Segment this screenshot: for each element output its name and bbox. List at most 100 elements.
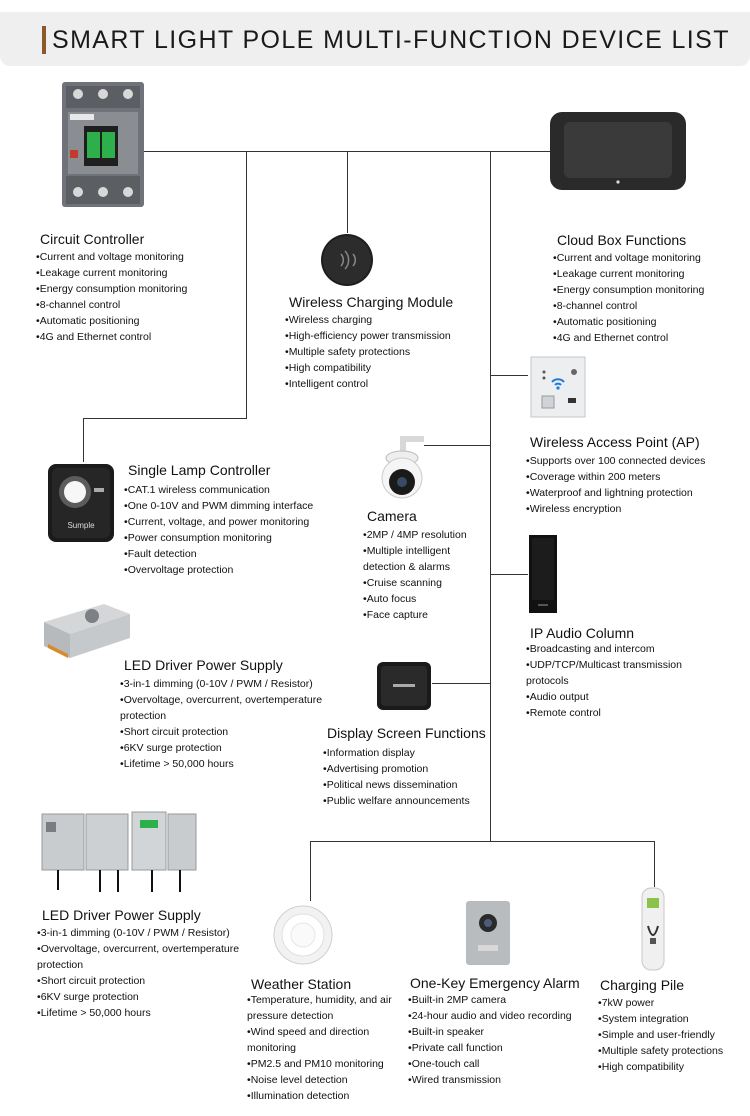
feature-item: Leakage current monitoring [36,265,187,281]
feature-item: 6KV surge protection [37,989,265,1005]
feature-item: Wireless encryption [526,501,705,517]
cloud-box-title: Cloud Box Functions [557,232,687,248]
feature-item: 4G and Ethernet control [36,329,187,345]
feature-item: High compatibility [285,360,451,376]
ip-audio-title: IP Audio Column [530,625,635,641]
feature-item: 7kW power [598,995,723,1011]
feature-item: Multiple safety protections [285,344,451,360]
emergency-alarm-title: One-Key Emergency Alarm [410,975,580,991]
connector-line [654,841,655,887]
single-lamp-controller-image: Sumple [48,464,114,542]
feature-item: Automatic positioning [553,314,704,330]
feature-item: Built-in 2MP camera [408,992,572,1008]
ip-audio-features: Broadcasting and intercom UDP/TCP/Multic… [526,641,710,721]
charging-pile-image [641,887,665,971]
feature-item: Remote control [526,705,710,721]
feature-item: One 0-10V and PWM dimming interface [124,498,314,514]
led-driver-title: LED Driver Power Supply [42,907,201,923]
feature-item: Current and voltage monitoring [553,250,704,266]
feature-item: 6KV surge protection [120,740,348,756]
feature-item: Lifetime > 50,000 hours [37,1005,265,1021]
feature-item: Audio output [526,689,710,705]
connector-line [347,151,348,233]
feature-item: CAT.1 wireless communication [124,482,313,498]
single-lamp-controller-title: Single Lamp Controller [128,462,271,478]
connector-line [490,574,528,575]
circuit-breaker-image [62,82,144,207]
wireless-ap-panel-image [530,356,586,418]
feature-item: Coverage within 200 meters [526,469,705,485]
feature-item: 2MP / 4MP resolution [363,527,483,543]
feature-item: Short circuit protection [37,973,265,989]
led-driver-features: 3-in-1 dimming (0-10V / PWM / Resistor) … [120,676,348,772]
feature-item: Waterproof and lightning protection [526,485,705,501]
wireless-charging-pad-image [321,234,373,286]
feature-item: Temperature, humidity, and air pressure … [247,992,405,1024]
ip-audio-column-image [529,535,557,613]
feature-item: Current, voltage, and power monitoring [124,514,313,530]
led-driver-title: LED Driver Power Supply [124,657,283,673]
wireless-charging-features: Wireless charging High-efficiency power … [285,312,451,392]
cloud-box-features: Current and voltage monitoring Leakage c… [553,250,705,346]
feature-item: Current and voltage monitoring [36,249,187,265]
feature-item: Broadcasting and intercom [526,641,710,657]
feature-item: Energy consumption monitoring [36,281,188,297]
feature-item: 8-channel control [553,298,704,314]
connector-line [490,375,528,376]
feature-item: Public welfare announcements [323,793,470,809]
charging-pile-title: Charging Pile [600,977,685,993]
connector-line [246,151,247,418]
feature-item: Lifetime > 50,000 hours [120,756,348,772]
feature-item: Fault detection [124,546,313,562]
camera-features: 2MP / 4MP resolution Multiple intelligen… [363,527,483,623]
feature-item: Power consumption monitoring [124,530,313,546]
connector-line [432,683,491,684]
feature-item: 24-hour audio and video recording [408,1008,572,1024]
header-banner: SMART LIGHT POLE MULTI-FUNCTION DEVICE L… [0,12,750,66]
feature-item: Overvoltage protection [124,562,313,578]
feature-item: Private call function [408,1040,572,1056]
connector-line [83,418,84,462]
connector-line [310,841,655,842]
charging-pile-features: 7kW power System integration Simple and … [598,995,723,1075]
feature-item: PM2.5 and PM10 monitoring [247,1056,405,1072]
wireless-ap-title: Wireless Access Point (AP) [530,434,700,450]
feature-item: 3-in-1 dimming (0-10V / PWM / Resistor) [120,676,348,692]
device-brand-label: Sumple [67,521,95,530]
feature-item: Wind speed and direction monitoring [247,1024,405,1056]
feature-item: Multiple intelligent detection & alarms [363,543,483,575]
display-screen-box-image [377,662,431,710]
weather-station-image [273,905,333,965]
connector-line [424,445,491,446]
emergency-alarm-intercom-image [466,901,510,965]
feature-item: Noise level detection [247,1072,405,1088]
feature-item: Leakage current monitoring [553,266,704,282]
feature-item: High compatibility [598,1059,723,1075]
dome-camera-image [381,436,424,499]
feature-item: High-efficiency power transmission [285,328,451,344]
single-lamp-controller-features: CAT.1 wireless communication One 0-10V a… [124,482,314,578]
feature-item: Energy consumption monitoring [553,282,705,298]
feature-item: System integration [598,1011,723,1027]
feature-item: Wired transmission [408,1072,572,1088]
feature-item: Political news dissemination [323,777,470,793]
feature-item: Short circuit protection [120,724,348,740]
feature-item: Intelligent control [285,376,451,392]
feature-item: Wireless charging [285,312,451,328]
circuit-controller-title: Circuit Controller [40,231,145,247]
wireless-ap-features: Supports over 100 connected devices Cove… [526,453,706,517]
page-title: SMART LIGHT POLE MULTI-FUNCTION DEVICE L… [52,26,730,54]
wireless-charging-title: Wireless Charging Module [289,294,454,310]
led-driver-power-supply-image [44,604,130,658]
led-driver-features: 3-in-1 dimming (0-10V / PWM / Resistor) … [37,925,265,1021]
camera-title: Camera [367,508,417,524]
feature-item: Information display [323,745,470,761]
feature-item: Overvoltage, overcurrent, overtemperatur… [120,692,348,724]
feature-item: One-touch call [408,1056,572,1072]
feature-item: Auto focus [363,591,483,607]
feature-item: 3-in-1 dimming (0-10V / PWM / Resistor) [37,925,265,941]
feature-item: Multiple safety protections [598,1043,723,1059]
feature-item: Overvoltage, overcurrent, overtemperatur… [37,941,265,973]
cloud-box-image [550,112,686,190]
feature-item: Cruise scanning [363,575,483,591]
